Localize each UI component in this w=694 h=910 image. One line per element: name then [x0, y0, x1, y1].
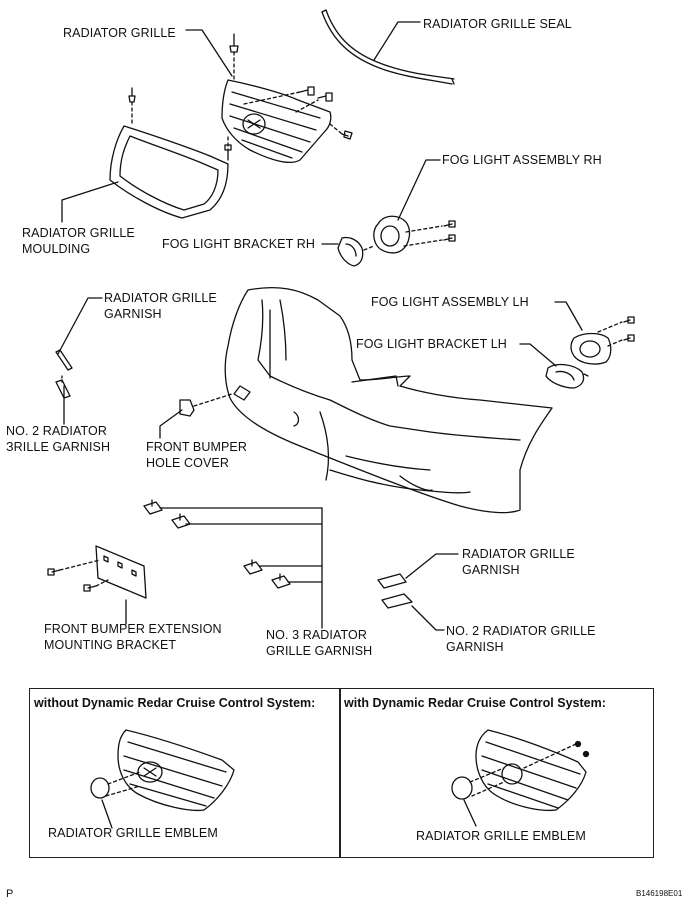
panel-with-drcc-header: with Dynamic Redar Cruise Control System… [344, 696, 606, 710]
label-radiator-grille-garnish-right-line2: GARNISH [462, 563, 520, 577]
label-front-bumper-extension-bracket-line1: FRONT BUMPER EXTENSION [44, 622, 222, 636]
label-no2-radiator-grille-garnish-right-line2: GARNISH [446, 640, 504, 654]
radiator-grille-moulding-part [109, 87, 229, 219]
label-front-bumper-hole-cover-line2: HOLE COVER [146, 456, 229, 470]
label-radiator-grille: RADIATOR GRILLE [63, 26, 176, 40]
page-marker: P [6, 888, 14, 900]
label-radiator-grille-garnish-top-line1: RADIATOR GRILLE [104, 291, 217, 305]
label-radiator-grille-garnish-top-line2: GARNISH [104, 307, 162, 321]
label-no3-radiator-grille-garnish-line2: GRILLE GARNISH [266, 644, 373, 658]
fog-light-assembly-lh-part [570, 316, 635, 365]
radiator-grille-garnish-right-part [377, 573, 413, 609]
fog-light-assembly-rh-part [373, 215, 456, 254]
label-radiator-grille-emblem-left: RADIATOR GRILLE EMBLEM [48, 826, 218, 840]
grille-without-drcc-drawing [90, 729, 235, 812]
fog-light-bracket-lh-part [545, 363, 589, 389]
label-radiator-grille-seal: RADIATOR GRILLE SEAL [423, 17, 572, 31]
label-fog-light-assembly-lh: FOG LIGHT ASSEMBLY LH [371, 295, 529, 309]
label-radiator-grille-garnish-right-line1: RADIATOR GRILLE [462, 547, 575, 561]
panel-without-drcc: without Dynamic Redar Cruise Control Sys… [29, 688, 341, 858]
radiator-grille-garnish-left-part [55, 349, 73, 399]
label-front-bumper-extension-bracket-line2: MOUNTING BRACKET [44, 638, 177, 652]
label-no2-radiator-grille-garnish-left-line1: ΝO. 2 RADIATOR [6, 424, 107, 438]
radiator-grille-part [221, 33, 353, 164]
label-radiator-grille-moulding-line1: RADIATOR GRILLE [22, 226, 135, 240]
front-bumper-cover-part [224, 287, 553, 514]
grille-with-drcc-drawing [101, 729, 590, 829]
no3-radiator-grille-garnish-parts [143, 499, 291, 589]
label-fog-light-assembly-rh: FOG LIGHT ASSEMBLY RH [442, 153, 602, 167]
figure-id: B146198E01 [636, 889, 683, 898]
label-fog-light-bracket-lh: FOG LIGHT BRACKET LH [356, 337, 507, 351]
label-no3-radiator-grille-garnish-line1: NO. 3 RADIATOR [266, 628, 367, 642]
label-no2-radiator-grille-garnish-left-line2: ЗRILLE GARNISH [6, 440, 111, 454]
label-no2-radiator-grille-garnish-right-line1: NO. 2 RADIATOR GRILLE [446, 624, 596, 638]
radiator-grille-seal-part [321, 9, 455, 85]
front-bumper-extension-bracket-part [47, 545, 147, 599]
front-bumper-hole-cover-part [179, 393, 233, 417]
panel-with-drcc: with Dynamic Redar Cruise Control System… [339, 688, 654, 858]
leader-lines [57, 21, 583, 631]
fog-light-bracket-rh-part [337, 236, 375, 267]
label-front-bumper-hole-cover-line1: FRONT BUMPER [146, 440, 247, 454]
label-fog-light-bracket-rh: FOG LIGHT BRACKET RH [162, 237, 315, 251]
label-radiator-grille-emblem-right: RADIATOR GRILLE EMBLEM [416, 829, 586, 843]
panel-without-drcc-header: without Dynamic Redar Cruise Control Sys… [34, 696, 316, 710]
label-radiator-grille-moulding-line2: MOULDING [22, 242, 91, 256]
